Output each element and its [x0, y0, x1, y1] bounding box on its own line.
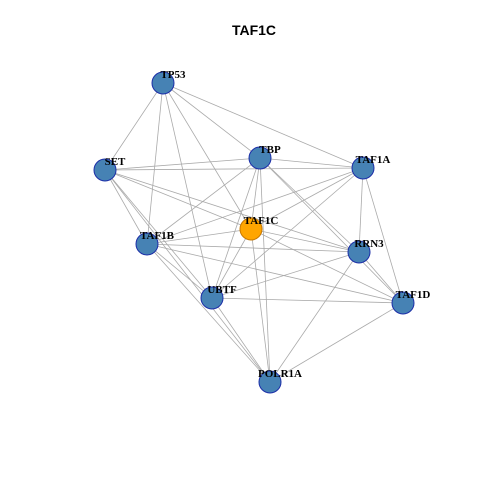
node-taf1c[interactable]: TAF1C [239, 215, 279, 241]
node-circle-taf1c[interactable] [239, 217, 263, 241]
edge-taf1b-taf1d [146, 243, 404, 304]
node-label-taf1d: TAF1D [396, 289, 431, 301]
node-circle-ubtf[interactable] [200, 286, 224, 310]
node-taf1d[interactable]: TAF1D [391, 289, 431, 315]
node-label-ubtf: UBTF [207, 284, 237, 296]
node-set[interactable]: SET [93, 156, 126, 182]
edge-tp53-set [104, 82, 164, 171]
node-circle-set[interactable] [93, 158, 117, 182]
edge-tp53-tbp [162, 82, 261, 159]
edge-set-rrn3 [104, 169, 360, 253]
edge-taf1c-polr1a [250, 228, 271, 383]
edge-tbp-taf1b [146, 157, 261, 245]
node-label-tbp: TBP [259, 144, 281, 156]
edge-layer [104, 82, 404, 383]
edge-rrn3-polr1a [269, 251, 360, 383]
node-tbp[interactable]: TBP [248, 144, 281, 170]
node-label-polr1a: POLR1A [258, 368, 302, 380]
node-circle-tbp[interactable] [248, 146, 272, 170]
edge-tp53-taf1a [162, 82, 364, 169]
node-taf1b[interactable]: TAF1B [135, 230, 175, 256]
edge-taf1a-taf1b [146, 167, 364, 245]
edge-tbp-polr1a [259, 157, 271, 383]
edge-tp53-ubtf [162, 82, 213, 299]
edge-taf1b-rrn3 [146, 243, 360, 253]
diagram-title: TAF1C [232, 22, 276, 38]
node-tp53[interactable]: TP53 [151, 69, 186, 95]
edge-taf1c-taf1d [250, 228, 404, 304]
edge-taf1c-taf1b [146, 228, 252, 245]
node-label-set: SET [105, 156, 126, 168]
edge-set-taf1b [104, 169, 148, 245]
edge-ubtf-polr1a [211, 297, 271, 383]
edge-tbp-taf1c [250, 157, 261, 230]
node-rrn3[interactable]: RRN3 [347, 238, 384, 264]
node-ubtf[interactable]: UBTF [200, 284, 237, 310]
edge-tbp-taf1a [259, 157, 364, 169]
edge-tbp-taf1d [259, 157, 404, 304]
node-polr1a[interactable]: POLR1A [258, 368, 302, 394]
edge-set-taf1a [104, 167, 364, 171]
edge-tbp-ubtf [211, 157, 261, 299]
edge-ubtf-taf1d [211, 297, 404, 304]
edge-taf1c-rrn3 [250, 228, 360, 253]
node-label-taf1c: TAF1C [244, 215, 279, 227]
node-circle-taf1d[interactable] [391, 291, 415, 315]
edge-set-tbp [104, 157, 261, 171]
edge-taf1b-ubtf [146, 243, 213, 299]
edge-taf1a-taf1d [362, 167, 404, 304]
edge-taf1a-taf1c [250, 167, 364, 230]
node-circle-taf1a[interactable] [351, 156, 375, 180]
edge-taf1b-polr1a [146, 243, 271, 383]
node-circle-rrn3[interactable] [347, 240, 371, 264]
node-label-rrn3: RRN3 [354, 238, 384, 250]
node-label-taf1a: TAF1A [356, 154, 391, 166]
edge-taf1d-polr1a [269, 302, 404, 383]
node-label-tp53: TP53 [160, 69, 186, 81]
node-label-taf1b: TAF1B [140, 230, 175, 242]
node-circle-taf1b[interactable] [135, 232, 159, 256]
edge-tbp-rrn3 [259, 157, 360, 253]
edge-set-polr1a [104, 169, 271, 383]
edge-taf1a-ubtf [211, 167, 364, 299]
edge-set-ubtf [104, 169, 213, 299]
edge-rrn3-ubtf [211, 251, 360, 299]
edge-taf1a-rrn3 [358, 167, 364, 253]
node-circle-polr1a[interactable] [258, 370, 282, 394]
edge-tp53-taf1b [146, 82, 164, 245]
edge-tp53-taf1c [162, 82, 252, 230]
node-taf1a[interactable]: TAF1A [351, 154, 391, 180]
node-circle-tp53[interactable] [151, 71, 175, 95]
edge-set-taf1c [104, 169, 252, 230]
